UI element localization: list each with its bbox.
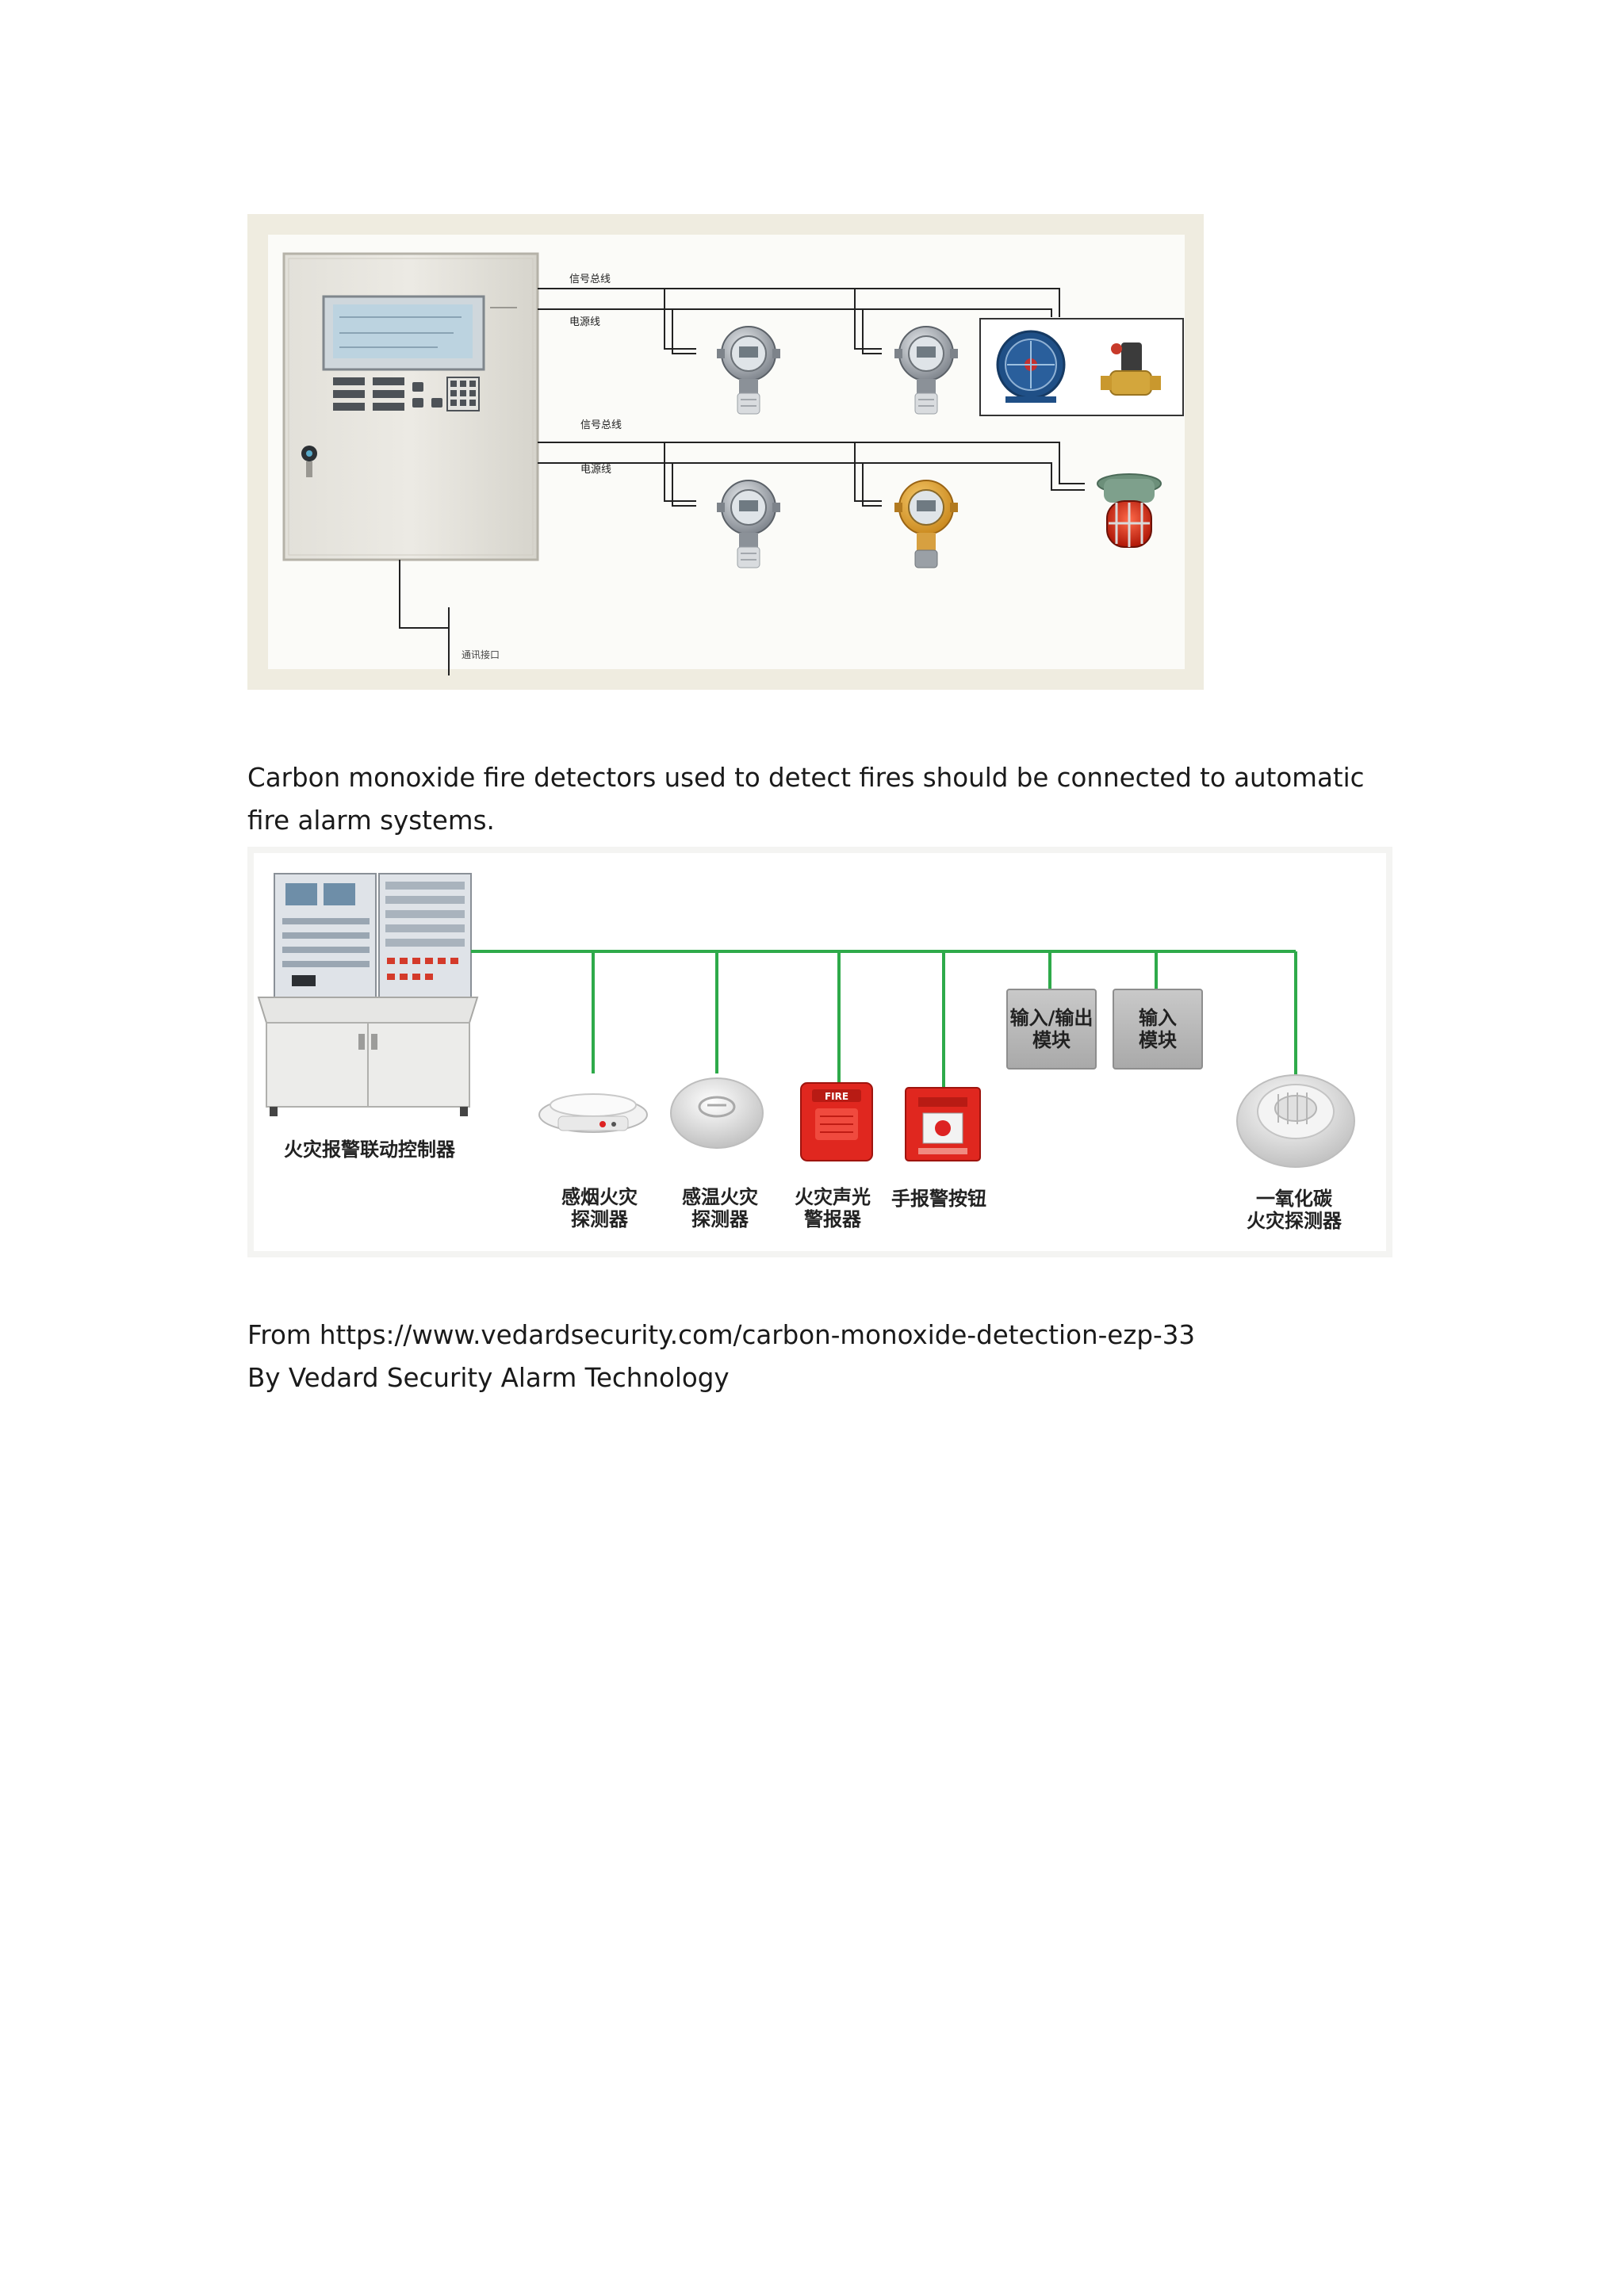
exhaust-fan-icon (996, 330, 1066, 403)
source-attribution: From https://www.vedardsecurity.com/carb… (247, 1314, 1389, 1399)
heat-detector-icon (670, 1077, 764, 1149)
co-detector-label: 一氧化碳 (1256, 1188, 1333, 1210)
gas-detection-wiring-diagram: 信号总线 电源线 信号总线 电源线 通讯接口 (247, 214, 1204, 690)
source-url-line: From https://www.vedardsecurity.com/carb… (247, 1320, 1196, 1350)
input-module-label: 输入 (1139, 1007, 1177, 1029)
power-line-label: 电源线 (580, 464, 611, 476)
author-line: By Vedard Security Alarm Technology (247, 1363, 730, 1393)
smoke-detector-label: 探测器 (571, 1208, 629, 1230)
manual-call-point-icon (905, 1087, 981, 1161)
sound-light-alarm-label: 警报器 (803, 1208, 862, 1230)
co-fire-detector-icon (1236, 1074, 1355, 1168)
io-module-label: 模块 (1032, 1029, 1071, 1051)
smoke-detector-icon (538, 1093, 648, 1133)
fire-alarm-controller-icon (257, 873, 479, 1116)
controller-label: 火灾报警联动控制器 (284, 1138, 456, 1161)
figure-caption: Carbon monoxide fire detectors used to d… (247, 763, 1365, 836)
signal-bus-label: 信号总线 (569, 274, 611, 285)
sound-light-alarm-label: 火灾声光 (795, 1186, 871, 1208)
input-module-box: 输入 模块 (1113, 989, 1203, 1070)
solenoid-valve-icon (1101, 342, 1161, 396)
signal-bus-label: 信号总线 (580, 419, 622, 431)
power-line-label: 电源线 (569, 316, 600, 328)
co-detector-label: 火灾探测器 (1247, 1210, 1342, 1232)
sound-light-alarm-icon: FIRE (800, 1082, 873, 1161)
comm-port-label: 通讯接口 (462, 649, 500, 660)
io-module-label: 输入/输出 (1010, 1007, 1094, 1029)
gas-detector-icon (894, 480, 958, 568)
heat-detector-label: 探测器 (691, 1208, 749, 1230)
io-module-box: 输入/输出 模块 (1006, 989, 1097, 1070)
input-module-label: 模块 (1139, 1029, 1177, 1051)
fire-alarm-system-diagram: 火灾报警联动控制器 感烟火灾 探测器 感温火灾 探测器 FIRE 火灾声 (247, 847, 1392, 1257)
fire-sign-label: FIRE (825, 1091, 848, 1102)
alarm-lamp-icon (1097, 473, 1162, 548)
heat-detector-label: 感温火灾 (682, 1186, 758, 1208)
smoke-detector-label: 感烟火灾 (561, 1186, 638, 1208)
manual-button-label: 手报警按钮 (891, 1188, 986, 1210)
